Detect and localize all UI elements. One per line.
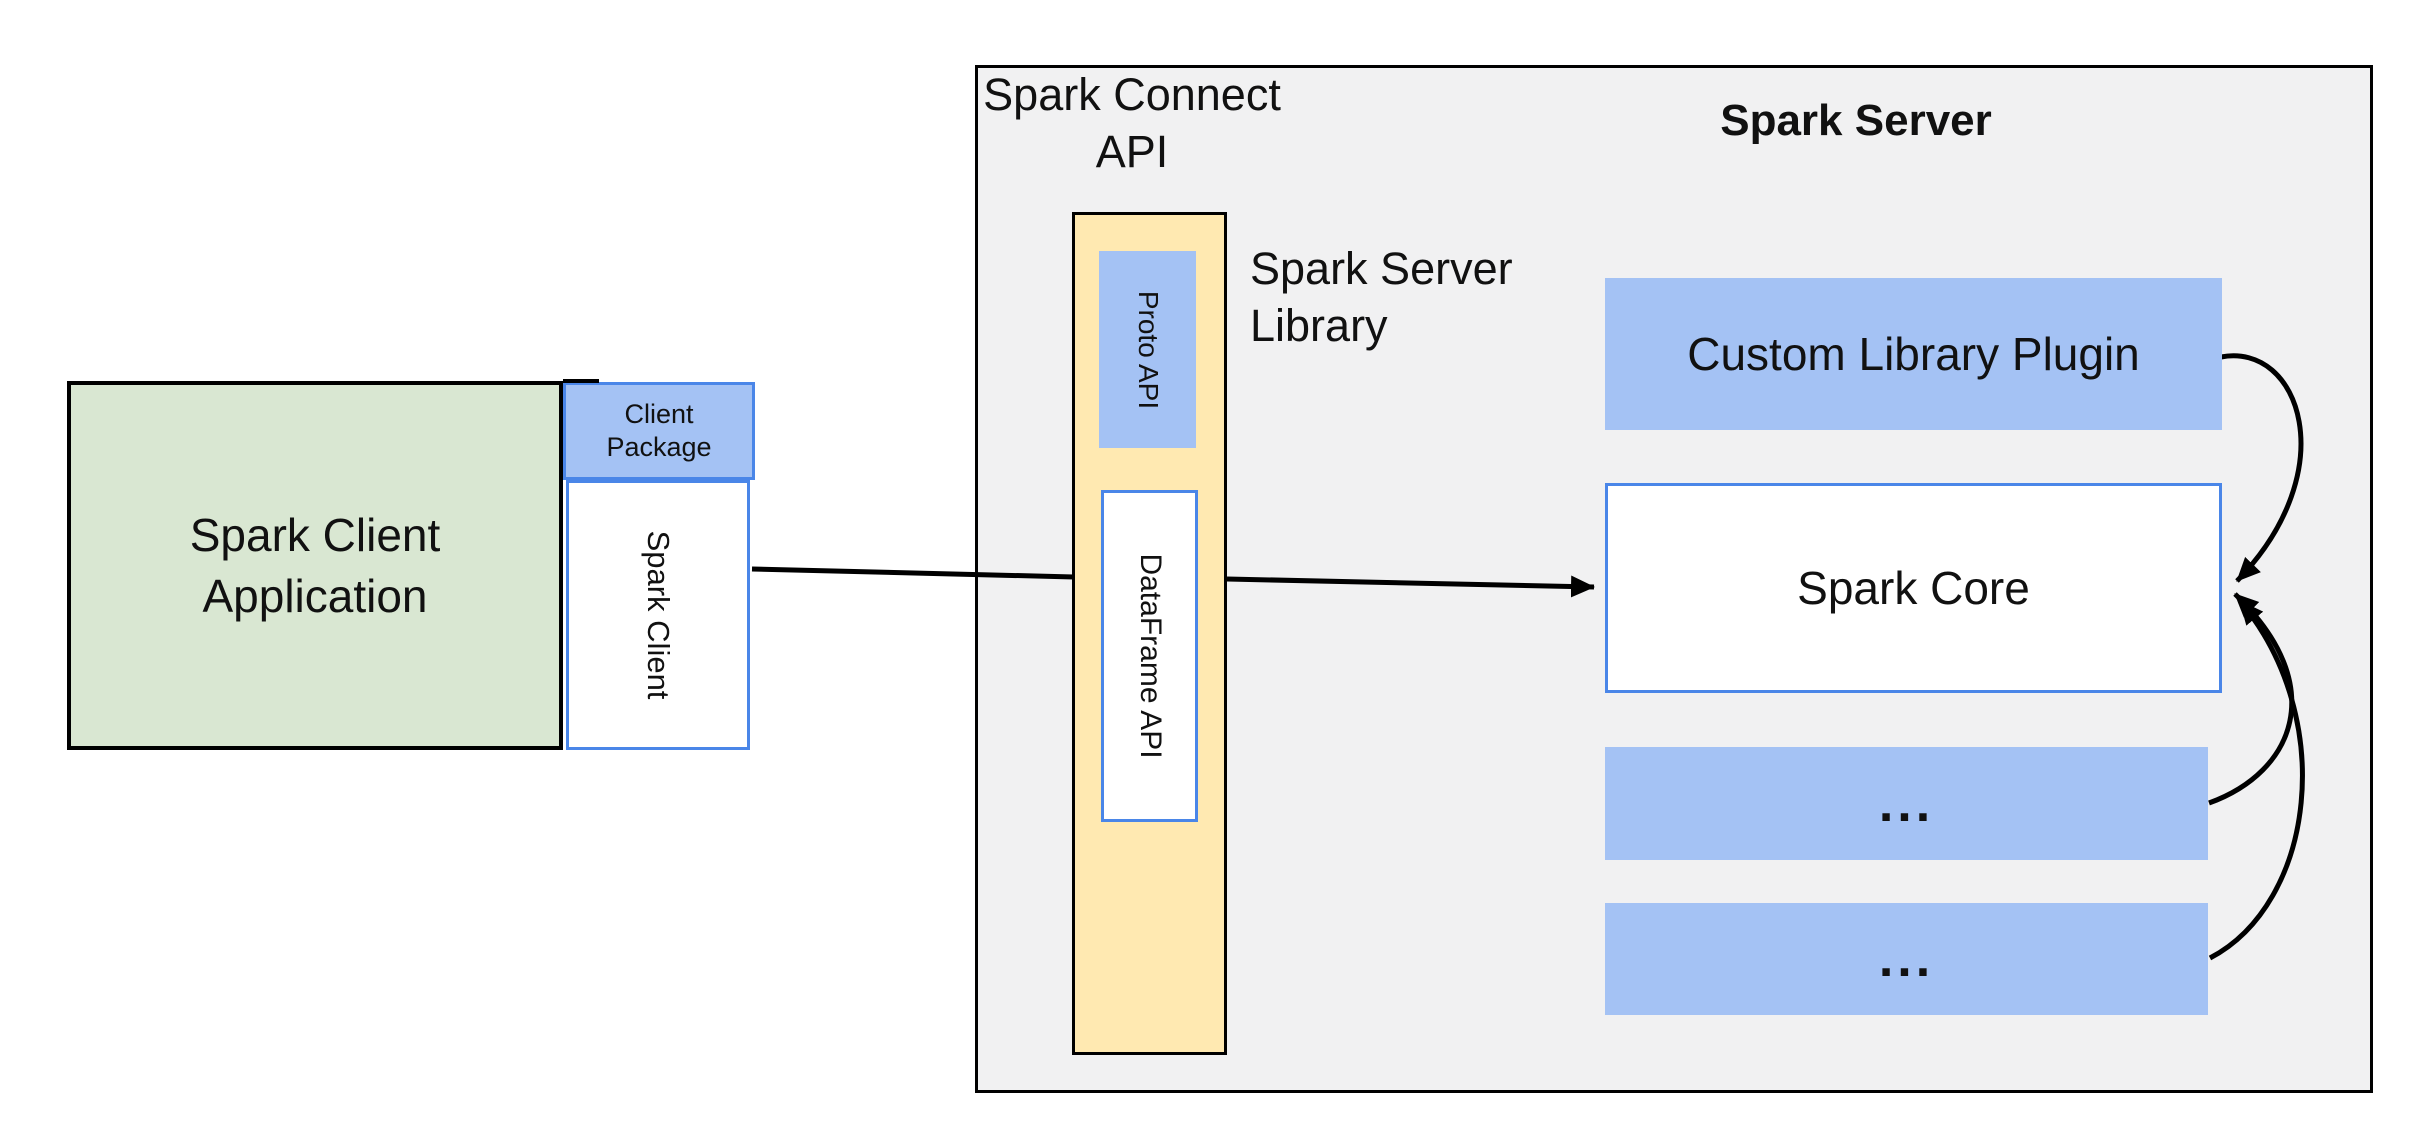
plugin-placeholder-box-2: ... [1605,903,2208,1015]
proto-api-label: Proto API [1132,290,1164,409]
spark-server-title: Spark Server [1720,96,1992,145]
spark-client-label: Spark Client [641,530,676,700]
spark-core-box: Spark Core [1605,483,2222,693]
spark-server-library-column [1072,212,1227,1055]
client-package-box: Client Package [563,382,755,480]
plugin-placeholder-label-1: ... [1878,774,1935,833]
spark-core-label: Spark Core [1797,562,2030,614]
client-package-label: Client Package [606,399,712,462]
dataframe-api-box: DataFrame API [1101,490,1198,822]
plugin-placeholder-box-1: ... [1605,747,2208,860]
custom-library-plugin-box: Custom Library Plugin [1605,278,2222,430]
spark-server-library-label: Spark Server Library [1250,243,1513,351]
spark-connect-api-title: Spark Connect API [983,69,1281,177]
spark-client-application-box: Spark Client Application [67,381,563,750]
proto-api-box: Proto API [1099,251,1196,448]
spark-client-application-label: Spark Client Application [189,508,441,622]
plugin-placeholder-label-2: ... [1878,930,1935,988]
custom-library-plugin-label: Custom Library Plugin [1687,328,2140,380]
spark-client-box: Spark Client [566,480,750,750]
border-overhang [563,379,599,383]
dataframe-api-label: DataFrame API [1133,553,1167,759]
